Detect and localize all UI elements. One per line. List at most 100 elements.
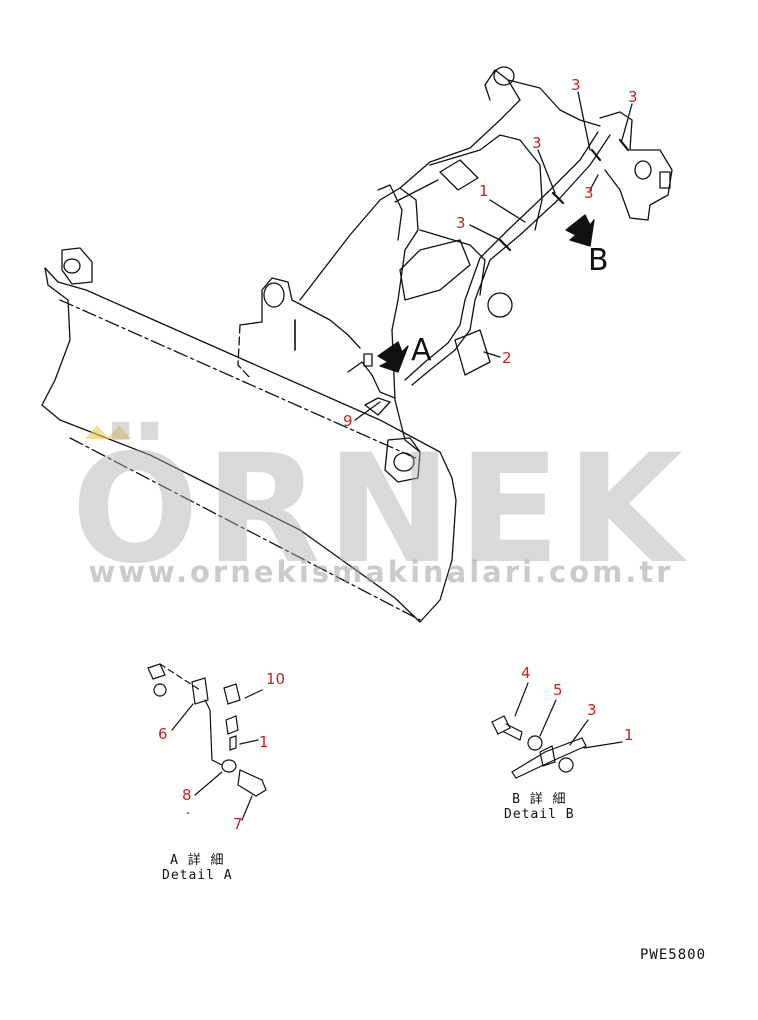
leader-8	[194, 771, 223, 796]
leader-9	[354, 401, 381, 421]
detail-a-label-jp: A 詳 細	[170, 853, 225, 868]
detail-a-drawing	[147, 663, 267, 821]
detail-b-hose	[511, 737, 587, 779]
leader-3c	[537, 149, 556, 194]
hose-1-inner	[404, 131, 599, 381]
clamp-9	[364, 397, 391, 416]
leader-7	[241, 795, 253, 821]
leader-3b	[621, 103, 633, 141]
detail-a-bolt-7	[237, 769, 267, 797]
detail-a-washer	[153, 683, 167, 697]
center-bracket	[239, 277, 361, 349]
blade-left-bracket	[61, 247, 93, 285]
blade-top-edge	[44, 267, 453, 479]
leader-6	[171, 703, 194, 731]
leader-3f	[569, 719, 589, 746]
blade-body	[41, 267, 457, 623]
callout-3: 3	[532, 134, 542, 152]
callout-9: 9	[343, 412, 353, 430]
blade-center-pin	[393, 452, 415, 472]
callout-3: 3	[456, 214, 466, 232]
detail-a-nut	[147, 663, 166, 680]
callout-1: 1	[624, 726, 634, 744]
frame-left-arm	[299, 187, 419, 331]
callout-3: 3	[571, 76, 581, 94]
center-pin	[263, 282, 285, 308]
detail-a-hose	[204, 699, 223, 766]
leader-3d	[589, 174, 599, 191]
blade-center-bracket	[384, 437, 421, 483]
cylinder-head	[439, 159, 479, 191]
hose-1-outer	[411, 134, 611, 386]
blade-left-pin	[63, 258, 81, 274]
hose-clamps	[498, 138, 630, 252]
main-assembly-linework	[41, 66, 673, 623]
callout-7: 7	[233, 815, 243, 833]
leader-1b	[239, 739, 259, 745]
blade-bottom-dashline	[69, 437, 421, 621]
callout-3: 3	[584, 184, 594, 202]
frame-left-arm-inner	[377, 184, 403, 241]
detail-a-plug	[229, 735, 237, 751]
callout-8: 8	[182, 786, 192, 804]
detail-a-clamp-6	[191, 677, 209, 705]
hose-cover	[454, 329, 491, 376]
callout-10: 10	[266, 670, 285, 688]
view-arrow-a	[377, 341, 409, 373]
detail-a-dash	[159, 663, 201, 691]
center-bracket-hidden	[237, 324, 251, 379]
callout-5: 5	[553, 681, 563, 699]
frame-upper-arm	[399, 69, 521, 189]
right-mount-pin	[634, 160, 652, 180]
detail-b-washer-5	[527, 735, 543, 751]
leader-3a	[577, 91, 591, 151]
detail-b-label: B 詳 細 Detail B	[504, 788, 575, 822]
detail-b-nut	[558, 757, 574, 773]
detail-a-cap-10	[223, 683, 241, 705]
leader-4	[514, 682, 529, 717]
view-letter-a: A	[411, 333, 432, 368]
callout-2: 2	[502, 349, 512, 367]
detail-a-cap-1	[225, 715, 239, 735]
callout-6: 6	[158, 725, 168, 743]
callout-3: 3	[628, 88, 638, 106]
detail-b-drawing	[491, 682, 623, 779]
detail-b-bolt-shank	[503, 723, 523, 741]
watermark-site: www.ornekismakinalari.com.tr	[88, 555, 674, 589]
stray-mark: -	[186, 806, 190, 819]
watermark-accent-left	[85, 425, 109, 439]
leader-5	[539, 699, 557, 737]
frame-cylinder-body	[429, 134, 543, 231]
leader-1c	[583, 741, 623, 749]
watermark-brand: ÖRNEK	[71, 423, 689, 597]
detail-b-label-en: Detail B	[504, 807, 575, 822]
detail-a-label-en: Detail A	[162, 868, 233, 883]
detail-a-routing	[347, 361, 396, 399]
view-arrow-b	[565, 214, 595, 247]
frame-lower-boss	[399, 239, 471, 301]
cylinder-rod	[394, 179, 439, 203]
leader-10	[244, 689, 263, 699]
callout-1: 1	[479, 182, 489, 200]
leader-3e	[469, 224, 501, 241]
leader-2	[483, 351, 501, 358]
right-mount-block	[659, 171, 671, 189]
frame-cross-member	[419, 229, 486, 296]
detail-a-washer-8	[221, 759, 237, 773]
callout-1: 1	[259, 733, 269, 751]
frame-top-ridge	[507, 79, 601, 127]
frame-lower-pin	[487, 292, 513, 318]
callout-3: 3	[587, 701, 597, 719]
detail-b-label-jp: B 詳 細	[512, 792, 567, 807]
detail-a-label: A 詳 細 Detail A	[162, 849, 233, 883]
drawing-code: PWE5800	[640, 947, 707, 963]
blade-centerline	[59, 299, 421, 461]
detail-b-clamp-3	[539, 745, 556, 767]
clamp-9-body	[363, 353, 373, 367]
view-letter-b: B	[588, 243, 609, 278]
leader-1	[489, 199, 526, 223]
watermark-accent-right	[107, 425, 131, 439]
frame-top-pin	[493, 66, 515, 86]
